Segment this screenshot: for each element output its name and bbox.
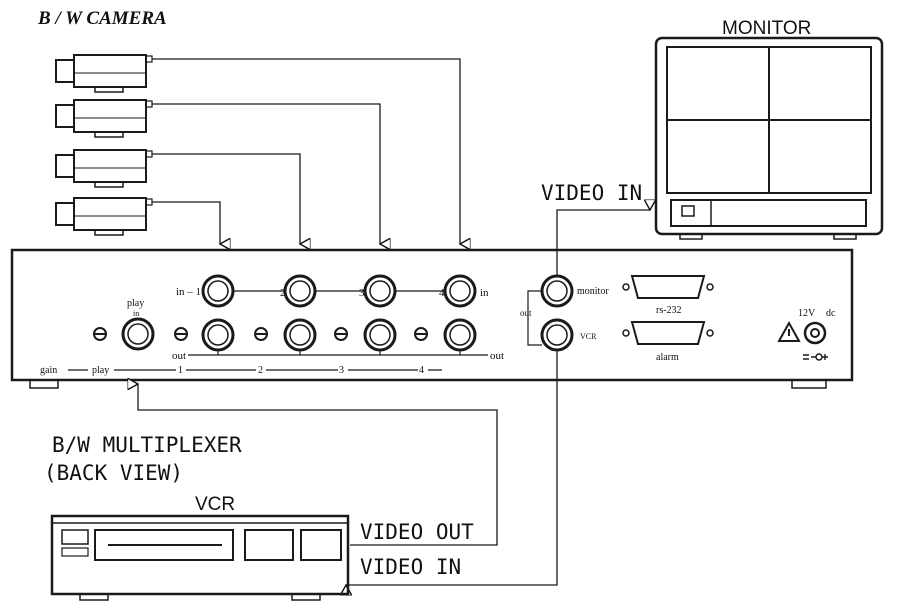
out-bracket [527, 290, 542, 346]
vcr-title: VCR [195, 494, 235, 515]
input-4-label: 4 [439, 287, 445, 299]
output-connector-3[interactable] [363, 318, 397, 352]
power-12v-label: 12V [798, 308, 816, 319]
input-3-label: 3 [359, 287, 365, 299]
monitor [654, 36, 884, 240]
vcr-video-in-label: VIDEO IN [360, 555, 461, 579]
gain-ch3-label: 3 [339, 365, 344, 376]
gain-knob-1[interactable] [174, 327, 188, 341]
gain-knob-3[interactable] [334, 327, 348, 341]
output-connector-1[interactable] [201, 318, 235, 352]
dc-power-jack[interactable] [803, 321, 827, 345]
vcr-out-connector[interactable] [540, 318, 574, 352]
camera-2-cable [152, 103, 380, 244]
input-connector-3[interactable] [363, 274, 397, 308]
power-dc-label: dc [826, 308, 836, 319]
warning-icon [777, 320, 801, 342]
gain-ch1-label: 1 [178, 365, 183, 376]
multiplexer-subtitle: (BACK VIEW) [44, 461, 183, 485]
camera-1 [55, 54, 153, 93]
gain-knob-play[interactable] [93, 327, 107, 341]
play-in-wire [138, 384, 498, 546]
play-label: play [92, 365, 109, 376]
monitor-port-label: monitor [577, 286, 609, 297]
monitor-video-wire [556, 210, 650, 276]
rs232-connector[interactable] [622, 275, 714, 299]
gain-ch2-label: 2 [258, 365, 263, 376]
multiplexer-title: B/W MULTIPLEXER [52, 433, 242, 457]
output-bus-line [188, 350, 488, 356]
input-connector-4[interactable] [443, 274, 477, 308]
gain-label: gain [40, 365, 57, 376]
input-2-label: 2 [280, 287, 286, 299]
vcr-video-in-wire [346, 350, 558, 585]
gain-knob-4[interactable] [414, 327, 428, 341]
vcr-video-out-label: VIDEO OUT [360, 520, 474, 544]
vcr-device [50, 514, 350, 601]
camera-3 [55, 149, 153, 188]
camera-4-cable [152, 201, 220, 244]
output-left-label: out [172, 350, 186, 362]
camera-3-cable [152, 153, 300, 244]
gain-knob-2[interactable] [254, 327, 268, 341]
output-right-label: out [490, 350, 504, 362]
vcr-port-label: VCR [580, 332, 597, 341]
output-connector-4[interactable] [443, 318, 477, 352]
play-in-connector[interactable] [121, 317, 155, 351]
input-1-label: in – 1 [176, 286, 201, 298]
input-in-label: in [480, 287, 489, 299]
alarm-label: alarm [656, 352, 679, 363]
alarm-connector[interactable] [622, 321, 714, 345]
play-in-label: in [133, 309, 139, 318]
output-connector-2[interactable] [283, 318, 317, 352]
monitor-video-in-label: VIDEO IN [541, 181, 642, 205]
monitor-out-connector[interactable] [540, 274, 574, 308]
play-top-label: play [127, 298, 144, 309]
input-connector-2[interactable] [283, 274, 317, 308]
camera-4 [55, 197, 153, 236]
camera-1-cable [152, 58, 460, 244]
monitor-title: MONITOR [722, 18, 811, 39]
rs232-label: rs-232 [656, 305, 682, 316]
multiplexer-panel [10, 248, 854, 389]
out-vcr-label: out [520, 308, 532, 318]
input-connector-1[interactable] [201, 274, 235, 308]
camera-2 [55, 99, 153, 138]
camera-title: B / W CAMERA [37, 8, 167, 29]
gain-ch4-label: 4 [419, 365, 424, 376]
dc-polarity-icon [803, 353, 828, 361]
